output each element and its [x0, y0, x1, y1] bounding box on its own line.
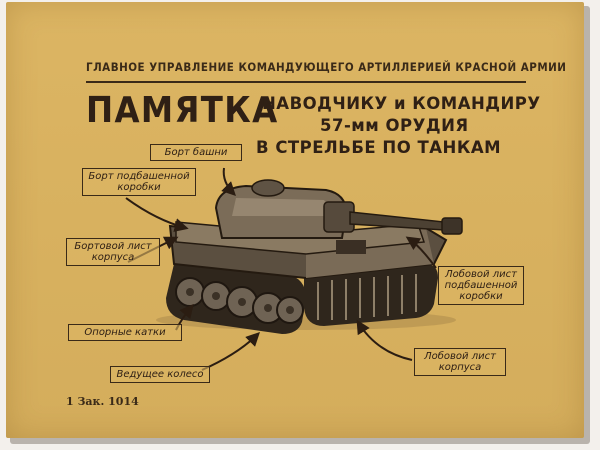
- arrow-turret-side: [221, 167, 236, 196]
- road-wheel-hubs-icon: [186, 288, 294, 314]
- arrow-drive-sprocket: [201, 332, 260, 371]
- label-road-wheels: Опорные катки: [68, 324, 182, 341]
- cupola-icon: [251, 179, 285, 197]
- title-line-1: НАВОДЧИКУ и КОМАНДИРУ: [262, 94, 541, 113]
- arrow-superstructure-side: [125, 197, 189, 232]
- driver-visor-icon: [336, 240, 366, 254]
- leaflet-card: ГЛАВНОЕ УПРАВЛЕНИЕ КОМАНДУЮЩЕГО АРТИЛЛЕР…: [6, 2, 584, 438]
- directorate-header: ГЛАВНОЕ УПРАВЛЕНИЕ КОМАНДУЮЩЕГО АРТИЛЛЕР…: [86, 60, 567, 74]
- arrow-superstructure-front: [405, 236, 437, 269]
- tank-illustration: [125, 167, 463, 371]
- footer-order-number: 1 Зак. 1014: [66, 395, 139, 408]
- label-hull-side: Бортовой лист корпуса: [66, 238, 160, 266]
- track-links-icon: [317, 274, 417, 320]
- arrow-hull-front: [356, 319, 413, 361]
- header-rule: [86, 81, 526, 83]
- gun-barrel-icon: [349, 211, 445, 231]
- label-turret-side: Борт башни: [150, 144, 242, 161]
- muzzle-brake-icon: [441, 217, 463, 235]
- title-pamyatka: ПАМЯТКА: [86, 90, 279, 131]
- turret-top-icon: [232, 198, 336, 216]
- track-front-icon: [304, 264, 438, 326]
- label-superstructure-side: Борт подбашенной коробки: [82, 168, 196, 196]
- label-superstructure-front: Лобовой лист подбашенной коробки: [438, 266, 524, 305]
- label-hull-front: Лобовой лист корпуса: [414, 348, 506, 376]
- label-drive-sprocket: Ведущее колесо: [110, 366, 210, 383]
- title-line-3: В СТРЕЛЬБЕ ПО ТАНКАМ: [256, 138, 502, 157]
- title-line-2: 57-мм ОРУДИЯ: [320, 116, 469, 135]
